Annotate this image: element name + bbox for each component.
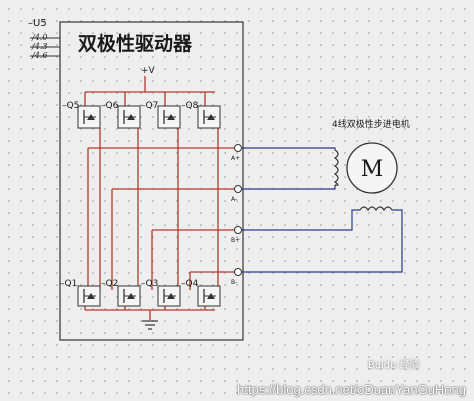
svg-text:–Q1: –Q1 (60, 279, 77, 289)
transistor-q5: –Q5 (62, 101, 101, 129)
transistor-q3: –Q3 (141, 279, 181, 307)
output-terminals: A+ A- B+ B- (231, 144, 242, 286)
svg-text:B+: B+ (231, 237, 240, 244)
supply-label: +V (141, 66, 156, 76)
svg-text:–Q3: –Q3 (141, 279, 158, 289)
transistor-q1: –Q1 (60, 279, 101, 307)
pin-label: /4.3 (31, 42, 47, 51)
transistor-q4: –Q4 (181, 279, 221, 307)
motor-icon (346, 142, 398, 194)
motor-symbol: M (361, 157, 384, 182)
svg-text:B-: B- (231, 279, 237, 286)
bridge-wires (84, 92, 236, 320)
svg-text:–Q7: –Q7 (141, 101, 158, 111)
svg-text:–Q8: –Q8 (181, 101, 199, 111)
motor-wiring (242, 147, 403, 273)
pin-label: /4.6 (31, 51, 47, 60)
diagram-title: 双极性驱动器 (78, 32, 193, 55)
part-reference: –U5 (28, 18, 47, 29)
transistor-q8: –Q8 (181, 101, 221, 129)
motor-label: 4线双极性步进电机 (332, 118, 410, 130)
coil-a-icon (333, 149, 339, 186)
transistor-q2: –Q2 (101, 279, 141, 307)
svg-text:–Q6: –Q6 (101, 101, 119, 111)
svg-text:–Q5: –Q5 (62, 101, 79, 111)
baidu-logo: Baidu 经验 (368, 360, 420, 371)
driver-box (59, 21, 244, 341)
pin-label: /4.0 (31, 33, 47, 42)
transistor-q6: –Q6 (101, 101, 141, 129)
svg-text:A-: A- (231, 196, 237, 203)
svg-text:–Q2: –Q2 (101, 279, 118, 289)
source-watermark: https://blog.csdn.net/oDuanYanGuHong (237, 382, 466, 397)
transistor-q7: –Q7 (141, 101, 181, 129)
svg-text:A+: A+ (231, 155, 240, 162)
svg-text:–Q4: –Q4 (181, 279, 199, 289)
ground-symbol (142, 320, 158, 330)
coil-b-icon (359, 206, 393, 212)
